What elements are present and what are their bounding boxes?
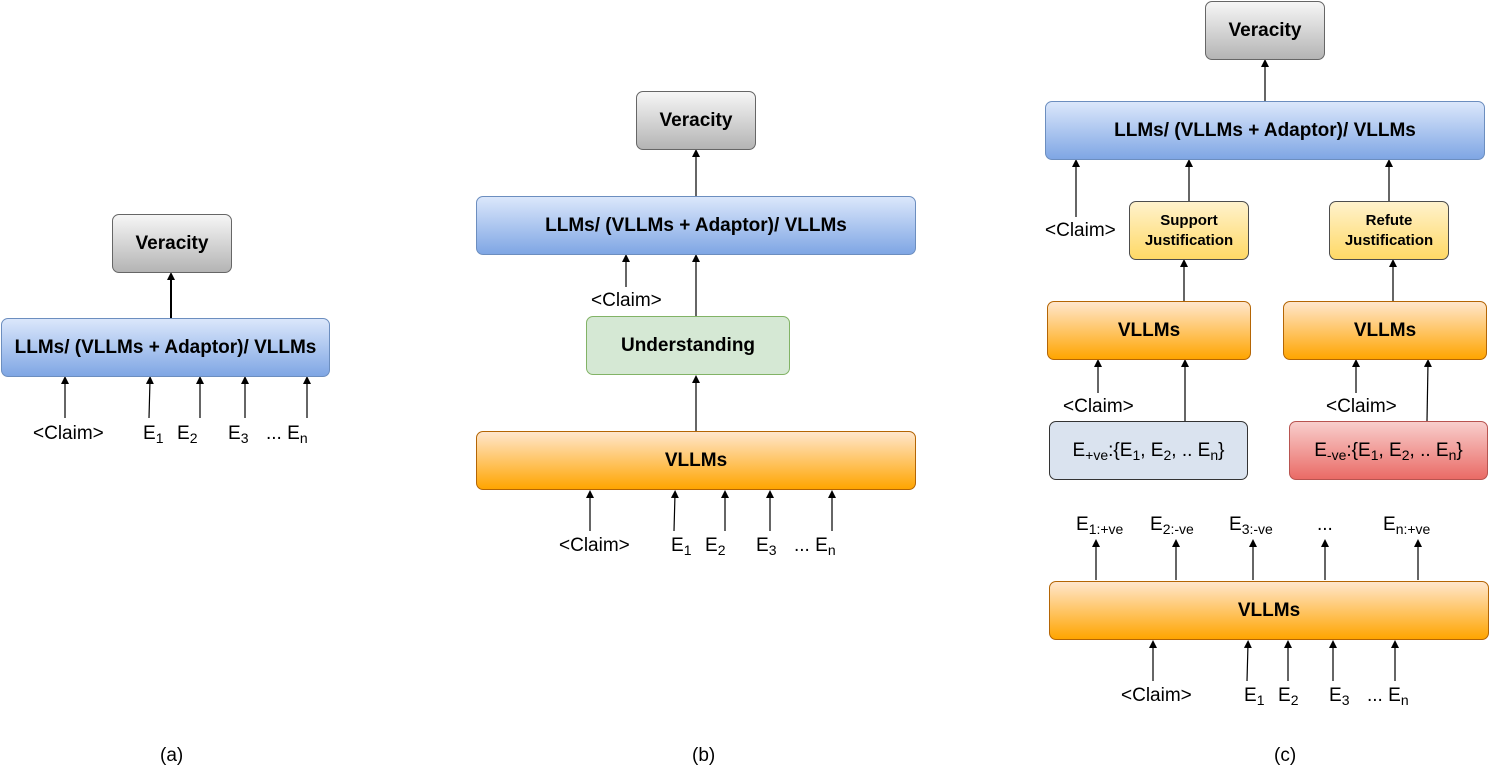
vllm-label: VLLMs — [1353, 319, 1417, 341]
evidence-n-a: ... En — [266, 423, 308, 446]
claim-label-c-left: <Claim> — [1063, 396, 1134, 417]
labeled-evidence-n: En:+ve — [1383, 514, 1431, 537]
caption-b: (b) — [692, 745, 716, 766]
evidence-3-c: E3 — [1329, 685, 1350, 708]
evidence-3-a: E3 — [228, 423, 249, 446]
evidence-n-c: ... En — [1367, 685, 1409, 708]
veracity-label: Veracity — [1228, 19, 1302, 41]
support-justification-line1: Support — [1160, 211, 1218, 229]
claim-label-c-right: <Claim> — [1326, 396, 1397, 417]
caption-a: (a) — [160, 745, 184, 766]
evidence-2-c: E2 — [1278, 685, 1299, 708]
veracity-label: Veracity — [135, 232, 209, 254]
claim-label-c-top: <Claim> — [1045, 220, 1116, 241]
claim-label-b: <Claim> — [559, 535, 630, 556]
support-justification-box: Support Justification — [1129, 201, 1249, 260]
llm-stack-label: LLMs/ (VLLMs + Adaptor)/ VLLMs — [14, 336, 317, 358]
evidence-2-b: E2 — [705, 535, 726, 558]
llm-stack-label: LLMs/ (VLLMs + Adaptor)/ VLLMs — [1114, 119, 1416, 141]
claim-label-a: <Claim> — [33, 423, 104, 444]
refute-justification-box: Refute Justification — [1329, 201, 1449, 260]
evidence-1-a: E1 — [143, 423, 164, 446]
labeled-evidence-1: E1:+ve — [1076, 514, 1124, 537]
evidence-1-c: E1 — [1244, 685, 1265, 708]
vllm-box-b: VLLMs — [476, 431, 916, 490]
refute-justification-line1: Refute — [1365, 211, 1413, 229]
understanding-box: Understanding — [586, 316, 790, 375]
refute-justification-line2: Justification — [1344, 231, 1434, 249]
veracity-box-c: Veracity — [1205, 1, 1325, 60]
veracity-label: Veracity — [659, 109, 733, 131]
vllm-label: VLLMs — [664, 449, 728, 471]
claim-label-b-top: <Claim> — [591, 290, 662, 311]
veracity-box-a: Veracity — [112, 214, 232, 273]
negative-evidence-set: E-ve:{E1, E2, .. En} — [1289, 421, 1488, 480]
caption-c: (c) — [1274, 745, 1297, 766]
labeled-evidence-ellipsis: ... — [1317, 514, 1333, 535]
veracity-box-b: Veracity — [636, 91, 756, 150]
evidence-2-a: E2 — [177, 423, 198, 446]
positive-evidence-set: E+ve:{E1, E2, .. En} — [1049, 421, 1248, 480]
evidence-3-b: E3 — [756, 535, 777, 558]
labeled-evidence-2: E2:-ve — [1150, 514, 1194, 537]
support-justification-line2: Justification — [1144, 231, 1234, 249]
evidence-n-b: ... En — [794, 535, 836, 558]
vllm-label: VLLMs — [1117, 319, 1181, 341]
claim-label-c: <Claim> — [1121, 685, 1192, 706]
llm-stack-box-c: LLMs/ (VLLMs + Adaptor)/ VLLMs — [1045, 101, 1485, 160]
understanding-label: Understanding — [620, 334, 756, 356]
vllm-box-refute: VLLMs — [1283, 301, 1487, 360]
vllm-label: VLLMs — [1237, 599, 1301, 621]
vllm-box-support: VLLMs — [1047, 301, 1251, 360]
evidence-1-b: E1 — [671, 535, 692, 558]
llm-stack-label: LLMs/ (VLLMs + Adaptor)/ VLLMs — [545, 214, 847, 236]
labeled-evidence-3: E3:-ve — [1229, 514, 1273, 537]
vllm-box-c-bottom: VLLMs — [1049, 581, 1489, 640]
llm-stack-box-b: LLMs/ (VLLMs + Adaptor)/ VLLMs — [476, 196, 916, 255]
llm-stack-box-a: LLMs/ (VLLMs + Adaptor)/ VLLMs — [1, 318, 330, 377]
